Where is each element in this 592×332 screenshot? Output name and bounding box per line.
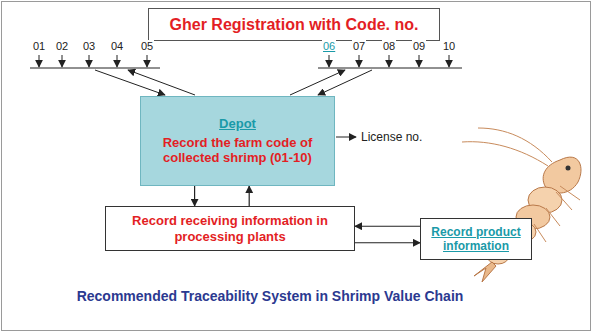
node-heading: Record receiving information in processi… — [114, 213, 346, 244]
license-arrow — [336, 137, 356, 138]
flow-arrow — [355, 242, 420, 243]
code-bracket — [290, 55, 462, 95]
node-heading: Depot — [219, 116, 256, 132]
caption: Recommended Traceability System in Shrim… — [40, 288, 500, 304]
farm-code-number: 05 — [140, 40, 154, 52]
farm-code-number: 07 — [352, 40, 366, 52]
farm-code-number: 08 — [382, 40, 396, 52]
farm-code-number: 01 — [32, 40, 46, 52]
farm-code-number: 02 — [55, 40, 69, 52]
farm-code-number: 10 — [442, 40, 456, 52]
process-box: Record receiving information in processi… — [105, 206, 355, 251]
license-label: License no. — [360, 130, 423, 144]
farm-code-number: 03 — [82, 40, 96, 52]
title-box: Gher Registration with Code. no. — [148, 8, 440, 41]
farm-code-number: 09 — [412, 40, 426, 52]
farm-code-number: 04 — [110, 40, 124, 52]
depot-box: DepotRecord the farm code of collected s… — [140, 96, 335, 186]
flow-arrow — [249, 186, 250, 206]
node-heading: Record product information — [429, 225, 523, 254]
node-text: Record the farm code of collected shrimp… — [149, 135, 326, 166]
flow-arrow — [355, 226, 420, 227]
flow-arrow — [194, 186, 195, 206]
farm-code-number: 06 — [322, 40, 336, 52]
code-bracket — [30, 55, 195, 95]
node-heading: Gher Registration with Code. no. — [170, 15, 419, 34]
product-box: Record product information — [420, 218, 532, 260]
